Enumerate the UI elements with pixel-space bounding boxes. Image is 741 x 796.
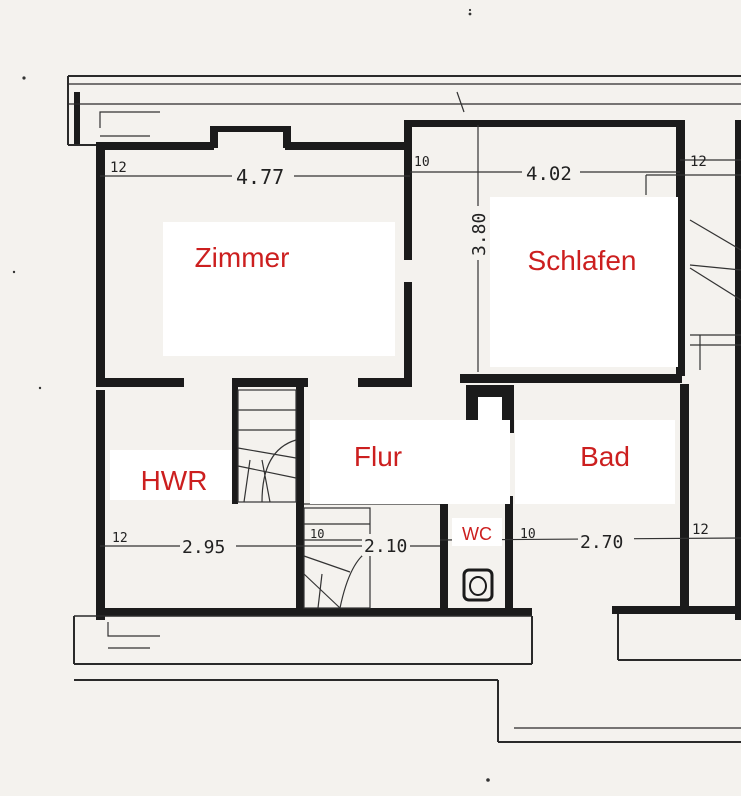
room-label-wc: WC [462,524,492,544]
dim-hwr-width: 2.95 [182,537,225,558]
dim-schlafen-width: 4.02 [526,163,572,185]
dim-bad-width: 2.70 [580,532,623,553]
room-label-backgrounds [110,197,678,504]
stair-upper [237,389,297,503]
room-label-zimmer: Zimmer [195,242,290,273]
dim-wall-12-bottom-right: 12 [692,522,709,538]
room-label-bad: Bad [580,441,630,472]
paper-speckles [12,8,490,782]
dim-room-depth: 3.80 [469,213,490,256]
dim-flur-width: 2.10 [364,536,407,557]
dim-wall-10-bottom-mid: 10 [310,527,324,541]
dim-wall-12-top-left: 12 [110,160,127,176]
room-label-flur: Flur [354,441,402,472]
toilet-icon [462,568,494,602]
dim-wall-10-bottom-wc: 10 [520,527,536,542]
dimension-labels: 12 4.77 10 4.02 12 3.80 12 2.95 10 2.10 … [110,154,709,558]
room-label-schlafen: Schlafen [528,245,637,276]
top-eave-outline [67,75,741,146]
bottom-eave-outline [73,614,741,743]
dim-wall-12-bottom-left: 12 [112,531,128,546]
room-label-hwr: HWR [141,465,208,496]
room-labels: Zimmer Schlafen HWR Flur Bad WC [141,242,637,546]
right-structure-lines [645,174,741,370]
dim-zimmer-width: 4.77 [236,165,284,189]
dim-wall-10-top-mid: 10 [414,155,430,170]
dim-wall-12-top-right: 12 [690,154,707,170]
